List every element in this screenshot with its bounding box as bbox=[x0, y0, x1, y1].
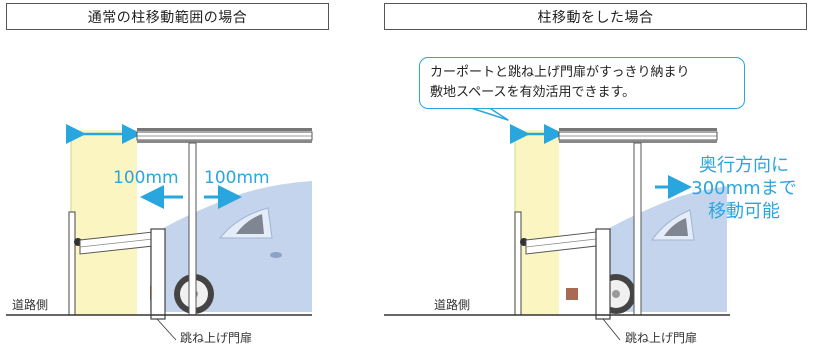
callout-tail bbox=[467, 106, 509, 121]
dim-label-right: 100mm bbox=[204, 168, 270, 188]
dim-label-left: 100mm bbox=[113, 168, 179, 188]
clearance-zone-right bbox=[515, 130, 559, 315]
left-diagram bbox=[6, 124, 313, 341]
lift-gate-right bbox=[514, 211, 611, 320]
road-side-label-right: 道路側 bbox=[434, 298, 471, 312]
lift-gate-left bbox=[68, 211, 166, 320]
panel-title-moved: 柱移動をした場合 bbox=[384, 3, 807, 30]
clearance-zone-left bbox=[71, 130, 137, 315]
move-note-line-2: 300mmまで bbox=[691, 178, 797, 199]
road-side-label-left: 道路側 bbox=[12, 298, 49, 312]
callout-line-1: カーポートと跳ね上げ門扉がすっきり納まり bbox=[430, 65, 690, 80]
carport-roof-left bbox=[136, 128, 313, 143]
carport-post-right bbox=[633, 142, 642, 316]
gate-label-left: 跳ね上げ門扉 bbox=[180, 331, 253, 345]
move-note: 奥行方向に 300mmまで 移動可能 bbox=[688, 154, 800, 223]
callout-line-2: 敷地スペースを有効活用できます。 bbox=[430, 85, 636, 100]
right-diagram bbox=[384, 106, 730, 341]
gate-label-right: 跳ね上げ門扉 bbox=[625, 331, 698, 345]
carport-post-left bbox=[188, 142, 197, 316]
car-left bbox=[150, 181, 312, 314]
carport-roof-right bbox=[558, 128, 718, 143]
callout-bubble: カーポートと跳ね上げ門扉がすっきり納まり 敷地スペースを有効活用できます。 bbox=[419, 57, 745, 109]
move-note-line-3: 移動可能 bbox=[708, 201, 780, 222]
move-note-line-1: 奥行方向に bbox=[699, 155, 789, 176]
panel-title-normal: 通常の柱移動範囲の場合 bbox=[6, 3, 329, 30]
